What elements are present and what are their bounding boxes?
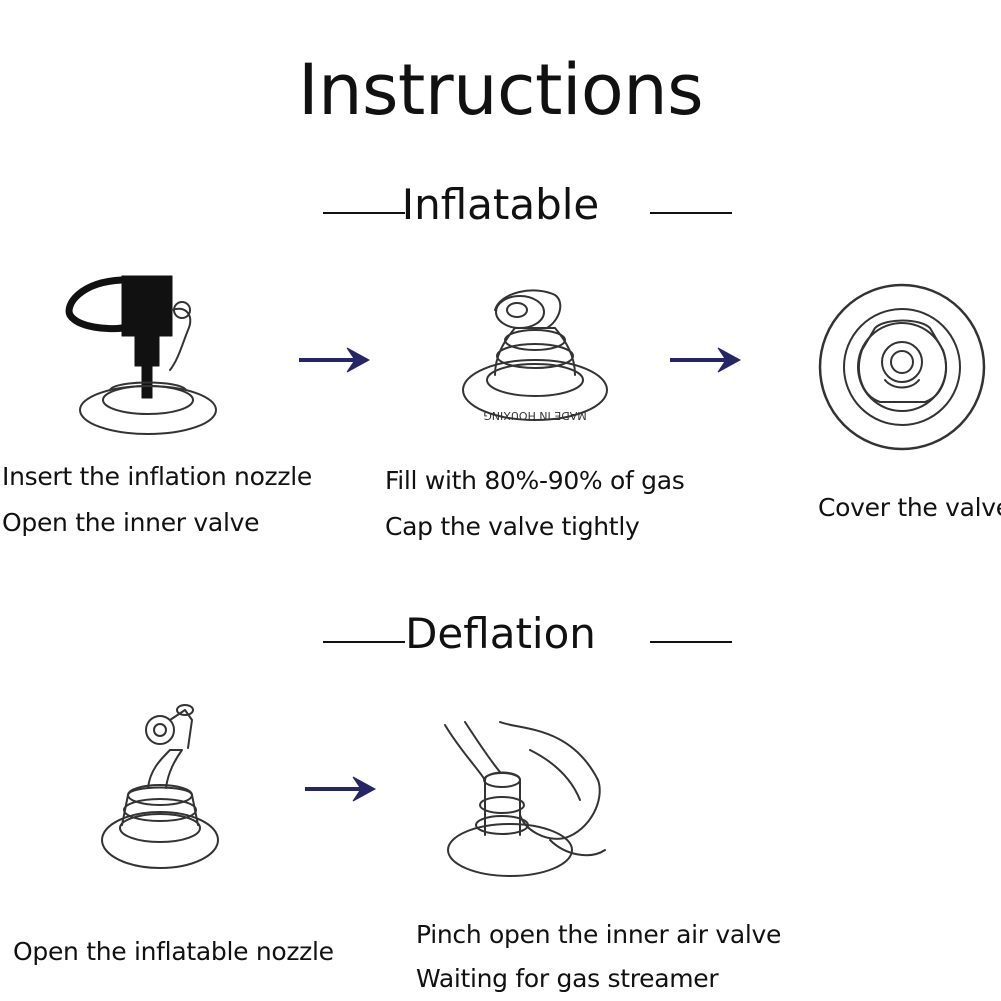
- arrow-right-icon: [670, 347, 742, 373]
- caption-line: Waiting for gas streamer: [416, 964, 719, 993]
- step-caption: Open the inflatable nozzle: [13, 937, 334, 967]
- caption-line: Open the inner valve: [2, 508, 260, 537]
- pinch-valve-illustration: [444, 721, 606, 877]
- caption-line: Insert the inflation nozzle: [2, 462, 312, 491]
- arrow-right-icon: [305, 776, 377, 802]
- caption-line: Cap the valve tightly: [385, 512, 640, 541]
- caption-line: Fill with 80%-90% of gas: [385, 466, 685, 495]
- arrow-right-icon: [299, 347, 371, 373]
- step-caption: Fill with 80%-90% of gas Cap the valve t…: [385, 466, 685, 542]
- valve-marking-text: MADE IN HOUXING: [483, 409, 586, 422]
- caption-line: Pinch open the inner air valve: [416, 920, 782, 949]
- caption-line: Open the inflatable nozzle: [13, 937, 334, 966]
- section-heading-inflatable: Inflatable: [401, 180, 600, 229]
- valve-filled-illustration: MADE IN HOUXING: [462, 289, 608, 422]
- section-heading-deflation: Deflation: [405, 609, 596, 658]
- covered-valve-illustration: [818, 283, 986, 451]
- heading-rule-right: [650, 212, 732, 214]
- step-caption: Cover the valve: [818, 493, 1001, 523]
- nozzle-insert-illustration: [65, 275, 217, 435]
- caption-line: Cover the valve: [818, 493, 1001, 522]
- heading-rule-right: [650, 641, 732, 643]
- heading-rule-left: [323, 641, 405, 643]
- step-caption: Insert the inflation nozzle Open the inn…: [2, 462, 312, 538]
- page-title: Instructions: [297, 49, 704, 131]
- open-nozzle-illustration: [101, 704, 219, 869]
- step-caption: Pinch open the inner air valve Waiting f…: [416, 920, 781, 994]
- heading-rule-left: [323, 212, 405, 214]
